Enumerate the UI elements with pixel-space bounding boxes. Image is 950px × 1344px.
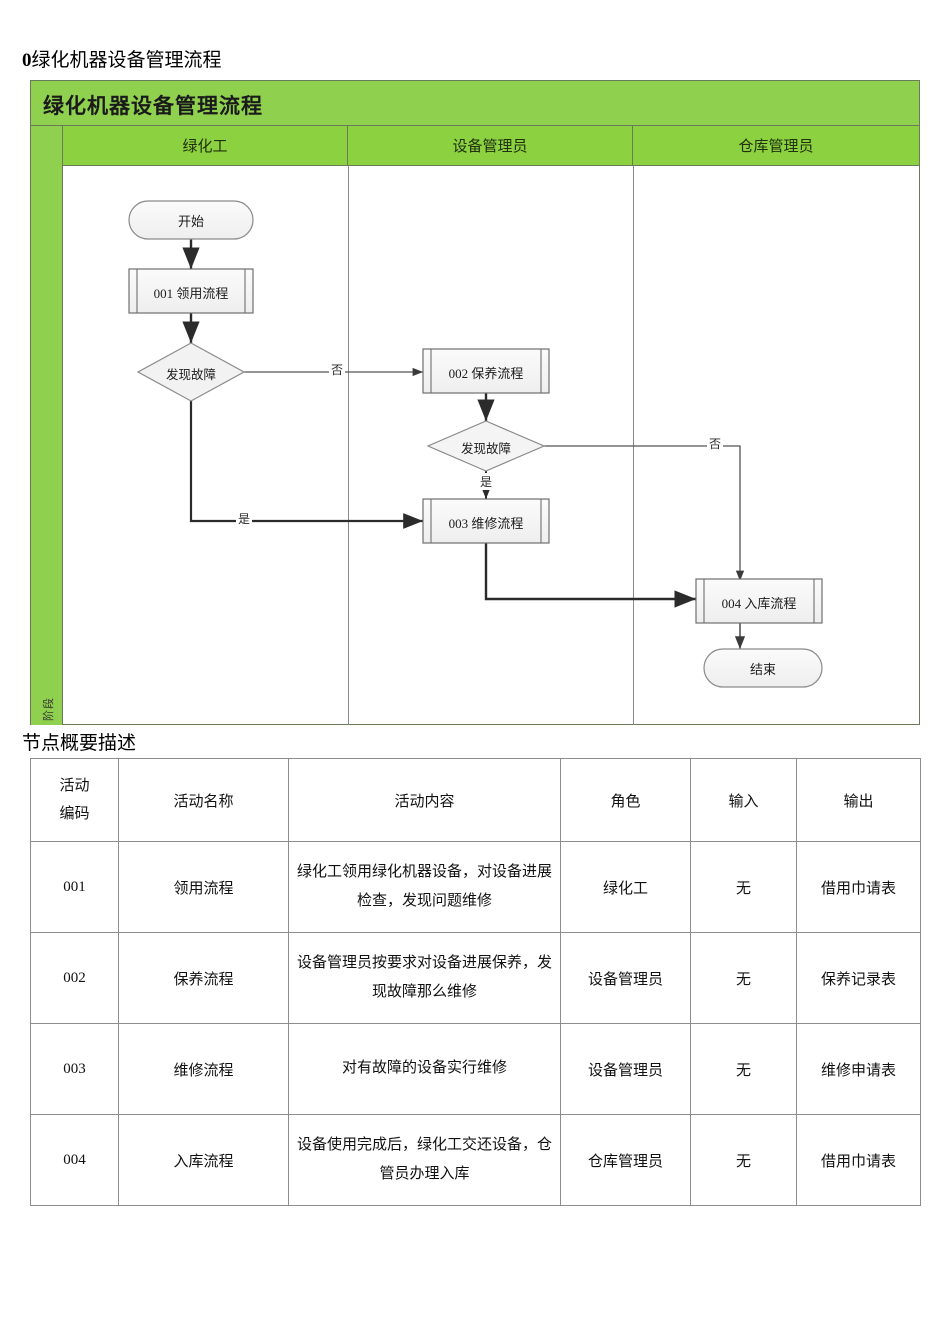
cell-output: 保养记录表 — [796, 932, 921, 1024]
cell-name: 维修流程 — [118, 1023, 289, 1115]
table-row: 004 入库流程 设备使用完成后，绿化工交还设备，仓管员办理入库 仓库管理员 无… — [30, 1114, 921, 1206]
cell-input: 无 — [690, 841, 797, 933]
cell-name: 入库流程 — [118, 1114, 289, 1206]
lane-header-warehouse-manager: 仓库管理员 — [633, 126, 919, 165]
cell-name: 领用流程 — [118, 841, 289, 933]
cell-code: 001 — [30, 841, 119, 933]
cell-content: 设备使用完成后，绿化工交还设备，仓管员办理入库 — [288, 1114, 561, 1206]
cell-output: 借用巾请表 — [796, 1114, 921, 1206]
lane-header-row: 绿化工 设备管理员 仓库管理员 — [63, 126, 919, 166]
cell-role: 设备管理员 — [560, 1023, 691, 1115]
column-header-code-line2: 编码 — [59, 806, 90, 822]
page-title-text: 绿化机器设备管理流程 — [31, 50, 222, 71]
column-header-output: 输出 — [796, 758, 921, 842]
edge-label-no-lane2: 否 — [707, 435, 724, 452]
cell-role: 绿化工 — [560, 841, 691, 933]
cell-input: 无 — [690, 1023, 797, 1115]
cell-code: 002 — [30, 932, 119, 1024]
cell-content: 绿化工领用绿化机器设备，对设备进展检查，发现问题维修 — [288, 841, 561, 933]
lane-divider-1 — [348, 166, 349, 725]
column-header-role: 角色 — [560, 758, 691, 842]
section-caption: 节点概要描述 — [22, 733, 137, 754]
cell-role: 设备管理员 — [560, 932, 691, 1024]
diagram-title-bar: 绿化机器设备管理流程 — [31, 81, 919, 126]
cell-content: 设备管理员按要求对设备进展保养，发现故障那么维修 — [288, 932, 561, 1024]
edge-label-yes-lane2: 是 — [478, 473, 495, 490]
page-title: 0绿化机器设备管理流程 — [22, 50, 222, 72]
cell-code: 004 — [30, 1114, 119, 1206]
column-header-name: 活动名称 — [118, 758, 289, 842]
table-row: 003 维修流程 对有故障的设备实行维修 设备管理员 无 维修申请表 — [30, 1023, 921, 1115]
cell-name: 保养流程 — [118, 932, 289, 1024]
column-header-input: 输入 — [690, 758, 797, 842]
column-header-code-line1: 活动 — [59, 777, 90, 794]
edge-label-yes-lane1: 是 — [236, 510, 253, 527]
column-header-content: 活动内容 — [288, 758, 561, 842]
swimlane-diagram: 绿化机器设备管理流程 阶段 绿化工 设备管理员 仓库管理员 — [30, 80, 920, 725]
cell-output: 借用巾请表 — [796, 841, 921, 933]
page-title-number: 0 — [22, 50, 32, 71]
edge-label-no-lane1: 否 — [329, 361, 346, 378]
flow-graphics: 002 --> down then right to 003 --> 003 -… — [128, 200, 823, 688]
table-row: 002 保养流程 设备管理员按要求对设备进展保养，发现故障那么维修 设备管理员 … — [30, 932, 921, 1024]
diagram-title-text: 绿化机器设备管理流程 — [43, 94, 263, 118]
cell-content: 对有故障的设备实行维修 — [288, 1023, 561, 1115]
cell-role: 仓库管理员 — [560, 1114, 691, 1206]
lane-header-equipment-manager: 设备管理员 — [348, 126, 633, 165]
cell-output: 维修申请表 — [796, 1023, 921, 1115]
node-summary-table: 活动 编码 活动名称 活动内容 角色 输入 输出 001 领用流程 绿化工领用绿… — [30, 758, 921, 1206]
table-row: 001 领用流程 绿化工领用绿化机器设备，对设备进展检查，发现问题维修 绿化工 … — [30, 841, 921, 933]
phase-strip: 阶段 — [31, 126, 63, 725]
cell-code: 003 — [30, 1023, 119, 1115]
lane-header-greening-worker: 绿化工 — [63, 126, 348, 165]
table-header-row: 活动 编码 活动名称 活动内容 角色 输入 输出 — [30, 758, 921, 842]
cell-input: 无 — [690, 932, 797, 1024]
column-header-code: 活动 编码 — [30, 758, 119, 842]
cell-input: 无 — [690, 1114, 797, 1206]
